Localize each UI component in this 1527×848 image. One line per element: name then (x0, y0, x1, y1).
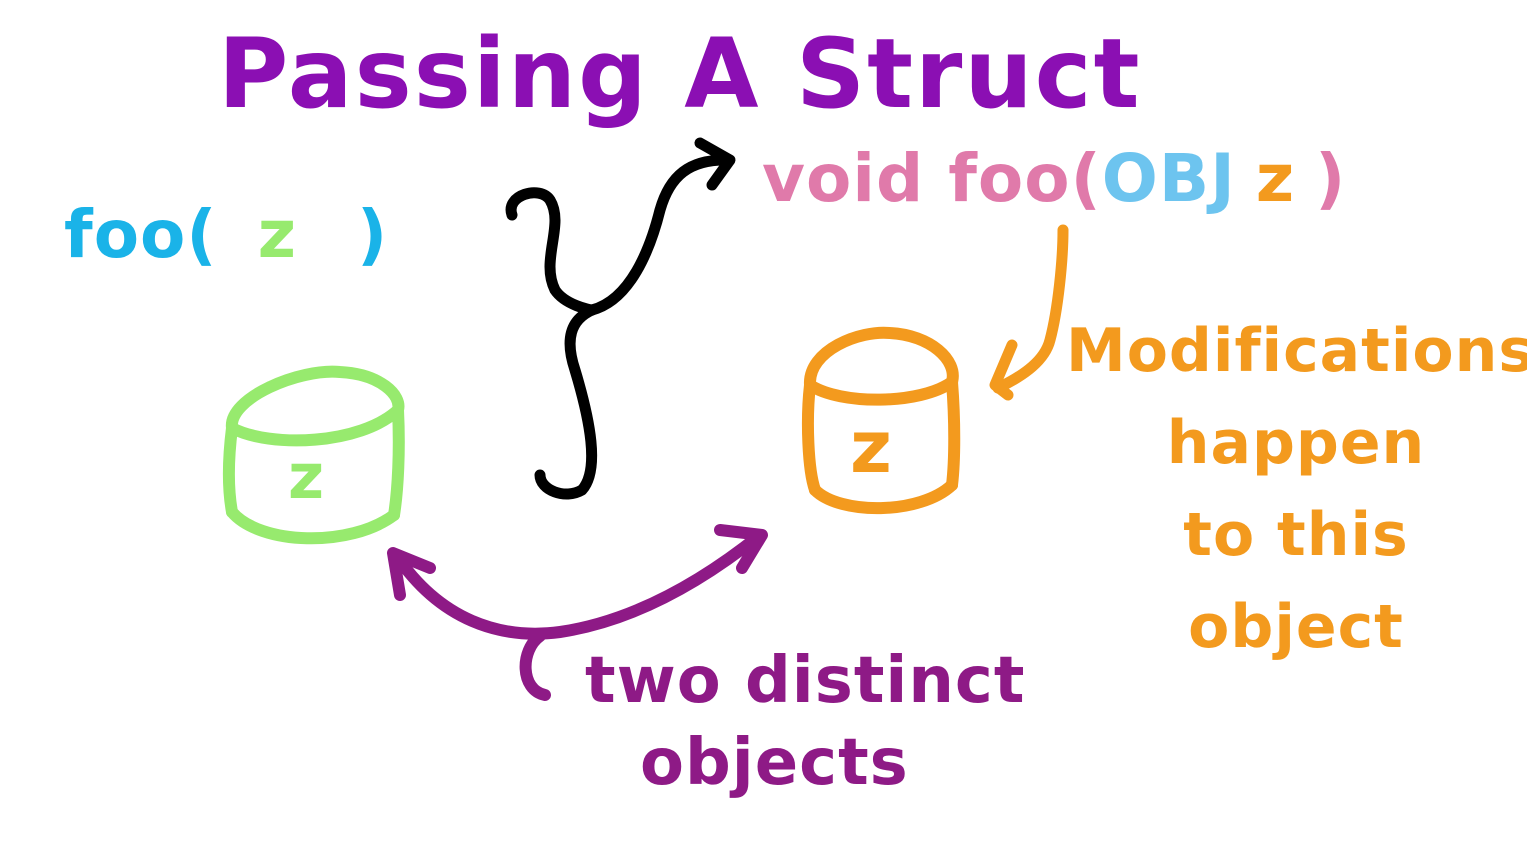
caller-prefix: foo( (64, 196, 218, 273)
caller-object-cylinder (223, 365, 405, 545)
brace-lower (534, 304, 598, 500)
modification-note-line: happen (1166, 408, 1426, 478)
signature-suffix: ) (1315, 140, 1347, 217)
signature-prefix: void foo( (762, 140, 1102, 217)
distinct-note-line: two distinct (585, 644, 1026, 718)
caller-call-expression: foo( z) (64, 196, 388, 273)
caller-cylinder-bottom (226, 506, 400, 545)
distinct-objects-arrow (387, 524, 768, 701)
brace-arrow-head (694, 137, 736, 191)
diagram-title: Passing A Struct (218, 18, 1142, 130)
brace-arrow-shaft (586, 154, 731, 316)
callee-cylinder-rim (804, 376, 958, 406)
orange-arrow-shaft (992, 224, 1069, 394)
purple-callout-hook (519, 630, 551, 701)
callee-cylinder-top (804, 326, 959, 391)
caller-cylinder-rim (226, 404, 404, 447)
callee-cylinder-bottom (809, 479, 958, 515)
orange-arrow-head (989, 339, 1018, 401)
modification-note-line: to this (1183, 500, 1409, 570)
modification-note: Modifications happen to this object (1066, 305, 1527, 673)
signature-to-object-arrow (989, 224, 1069, 401)
caller-suffix: ) (357, 196, 389, 273)
distinct-note-line: objects (640, 726, 909, 800)
signature-param: z (1255, 140, 1296, 217)
modification-note-line: Modifications (1066, 316, 1527, 386)
callee-cylinder-right (946, 376, 961, 491)
call-brace-arrow (505, 137, 736, 500)
purple-arrow-head-right (714, 524, 768, 574)
caller-cylinder-left (223, 422, 238, 518)
caller-argument: z (257, 196, 297, 273)
caller-object-label: z (288, 440, 325, 513)
caller-cylinder-top (225, 365, 405, 434)
modification-note-line: object (1188, 592, 1404, 662)
distinct-objects-note: two distinct objects (585, 640, 1025, 804)
brace-upper (505, 187, 598, 316)
callee-cylinder-left (801, 379, 821, 496)
purple-arrow-curve (390, 529, 766, 640)
purple-arrow-head-left (387, 547, 436, 601)
caller-cylinder-right (388, 404, 405, 521)
callee-object-cylinder (801, 326, 961, 515)
callee-object-label: z (850, 405, 892, 489)
signature-type: OBJ (1101, 140, 1236, 217)
